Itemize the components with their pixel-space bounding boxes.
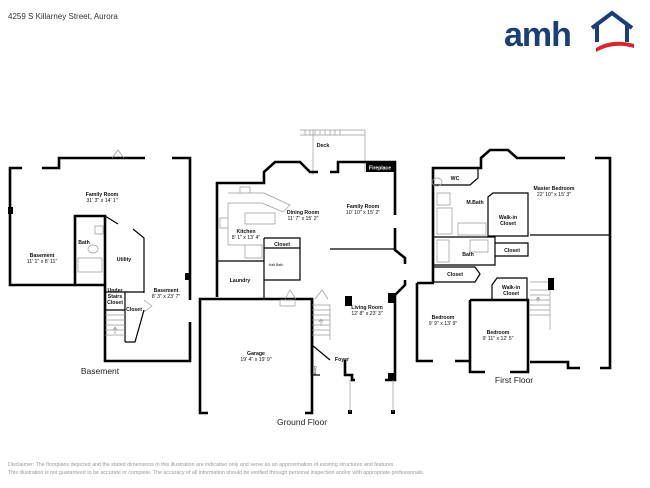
svg-text:amh: amh — [504, 16, 571, 54]
walk-in-1-line1: Walk-in — [499, 215, 517, 221]
half-bath-name: Half Bath — [269, 263, 284, 267]
bsmt-family-room-dims: 31' 3" x 14' 1" — [86, 198, 117, 204]
property-address: 4259 S Killarney Street, Aurora — [8, 12, 118, 21]
master-bedroom-dims: 22' 10" x 15' 3" — [537, 192, 571, 198]
bedroom-2-dims: 9' 11" x 12' 5" — [483, 336, 514, 342]
garage-dims: 19' 4" x 19' 9" — [240, 357, 271, 363]
dining-room-name: Dining Room — [287, 210, 320, 216]
kitchen-dims: 8' 1" x 13' 4" — [232, 235, 261, 241]
m-bath-name: M.Bath — [466, 200, 483, 206]
bsmt-family-room-name: Family Room — [86, 192, 119, 198]
foyer-closet-name: Closet — [313, 366, 317, 376]
bsmt-basement-left-name: Basement — [30, 253, 55, 259]
ground-floor-label: Ground Floor — [277, 417, 327, 427]
fl-bath-name: Bath — [462, 252, 474, 258]
walk-in-1-line2: Closet — [500, 221, 516, 227]
master-bedroom-name: Master Bedroom — [534, 186, 575, 192]
bedroom-1-name: Bedroom — [432, 315, 455, 321]
gf-family-room-name: Family Room — [347, 204, 380, 210]
walk-in-2-line2: Closet — [503, 291, 519, 297]
bsmt-basement-right-name: Basement — [154, 288, 179, 294]
bsmt-under-stairs-line2: Stairs — [108, 294, 123, 300]
foyer-name: Foyer — [335, 357, 349, 363]
fl-closet-1-name: Closet — [504, 248, 520, 254]
bedroom-2-name: Bedroom — [487, 330, 510, 336]
dining-room-dims: 11' 7" x 15' 2" — [288, 216, 319, 222]
first-floor-label: First Floor — [495, 375, 533, 385]
bsmt-utility-name: Utility — [117, 257, 132, 263]
bsmt-basement-left-dims: 11' 1" x 8' 11" — [27, 259, 58, 265]
basement-floor-label: Basement — [81, 366, 120, 376]
first-floor-plan: WC M.Bath Master Bedroom 22' 10" x 15' 3… — [415, 148, 612, 385]
disclaimer-line-2: This illustration is not guaranteed to b… — [8, 470, 425, 476]
ground-floor-plan: Fireplace Deck Family Room 10' 10" x 15'… — [198, 129, 407, 427]
bsmt-under-stairs-line3: Closet — [107, 300, 123, 306]
laundry-name: Laundry — [230, 278, 251, 284]
bsmt-bath-name: Bath — [78, 240, 90, 246]
bedroom-1-dims: 9' 9" x 13' 9" — [429, 321, 458, 327]
fireplace — [366, 162, 395, 172]
gf-family-room-dims: 10' 10" x 15' 2" — [346, 210, 380, 216]
bsmt-closet-name: Closet — [126, 307, 142, 313]
basement-plan: Family Room 31' 3" x 14' 1" Basement 11'… — [8, 149, 192, 376]
swoosh-icon — [596, 41, 634, 52]
wc-name: WC — [451, 176, 460, 182]
living-room-dims: 12' 8" x 23' 3" — [351, 311, 382, 317]
fireplace-label: Fireplace — [369, 166, 391, 172]
bsmt-under-stairs-line1: Under — [108, 288, 123, 294]
disclaimer: Disclaimer: The floorplans depicted and … — [8, 461, 424, 477]
living-room-name: Living Room — [351, 305, 383, 311]
gf-closet-name: Closet — [274, 242, 290, 248]
house-roof-icon — [590, 10, 634, 42]
amh-logo: amh — [504, 10, 634, 54]
kitchen-name: Kitchen — [236, 229, 255, 235]
garage-name: Garage — [247, 351, 265, 357]
disclaimer-line-1: Disclaimer: The floorplans depicted and … — [8, 462, 395, 468]
deck-name: Deck — [317, 143, 330, 149]
walk-in-2-line1: Walk-in — [502, 285, 520, 291]
bsmt-basement-right-dims: 8' 3" x 23' 7" — [152, 294, 181, 300]
fl-closet-2-name: Closet — [447, 272, 463, 278]
